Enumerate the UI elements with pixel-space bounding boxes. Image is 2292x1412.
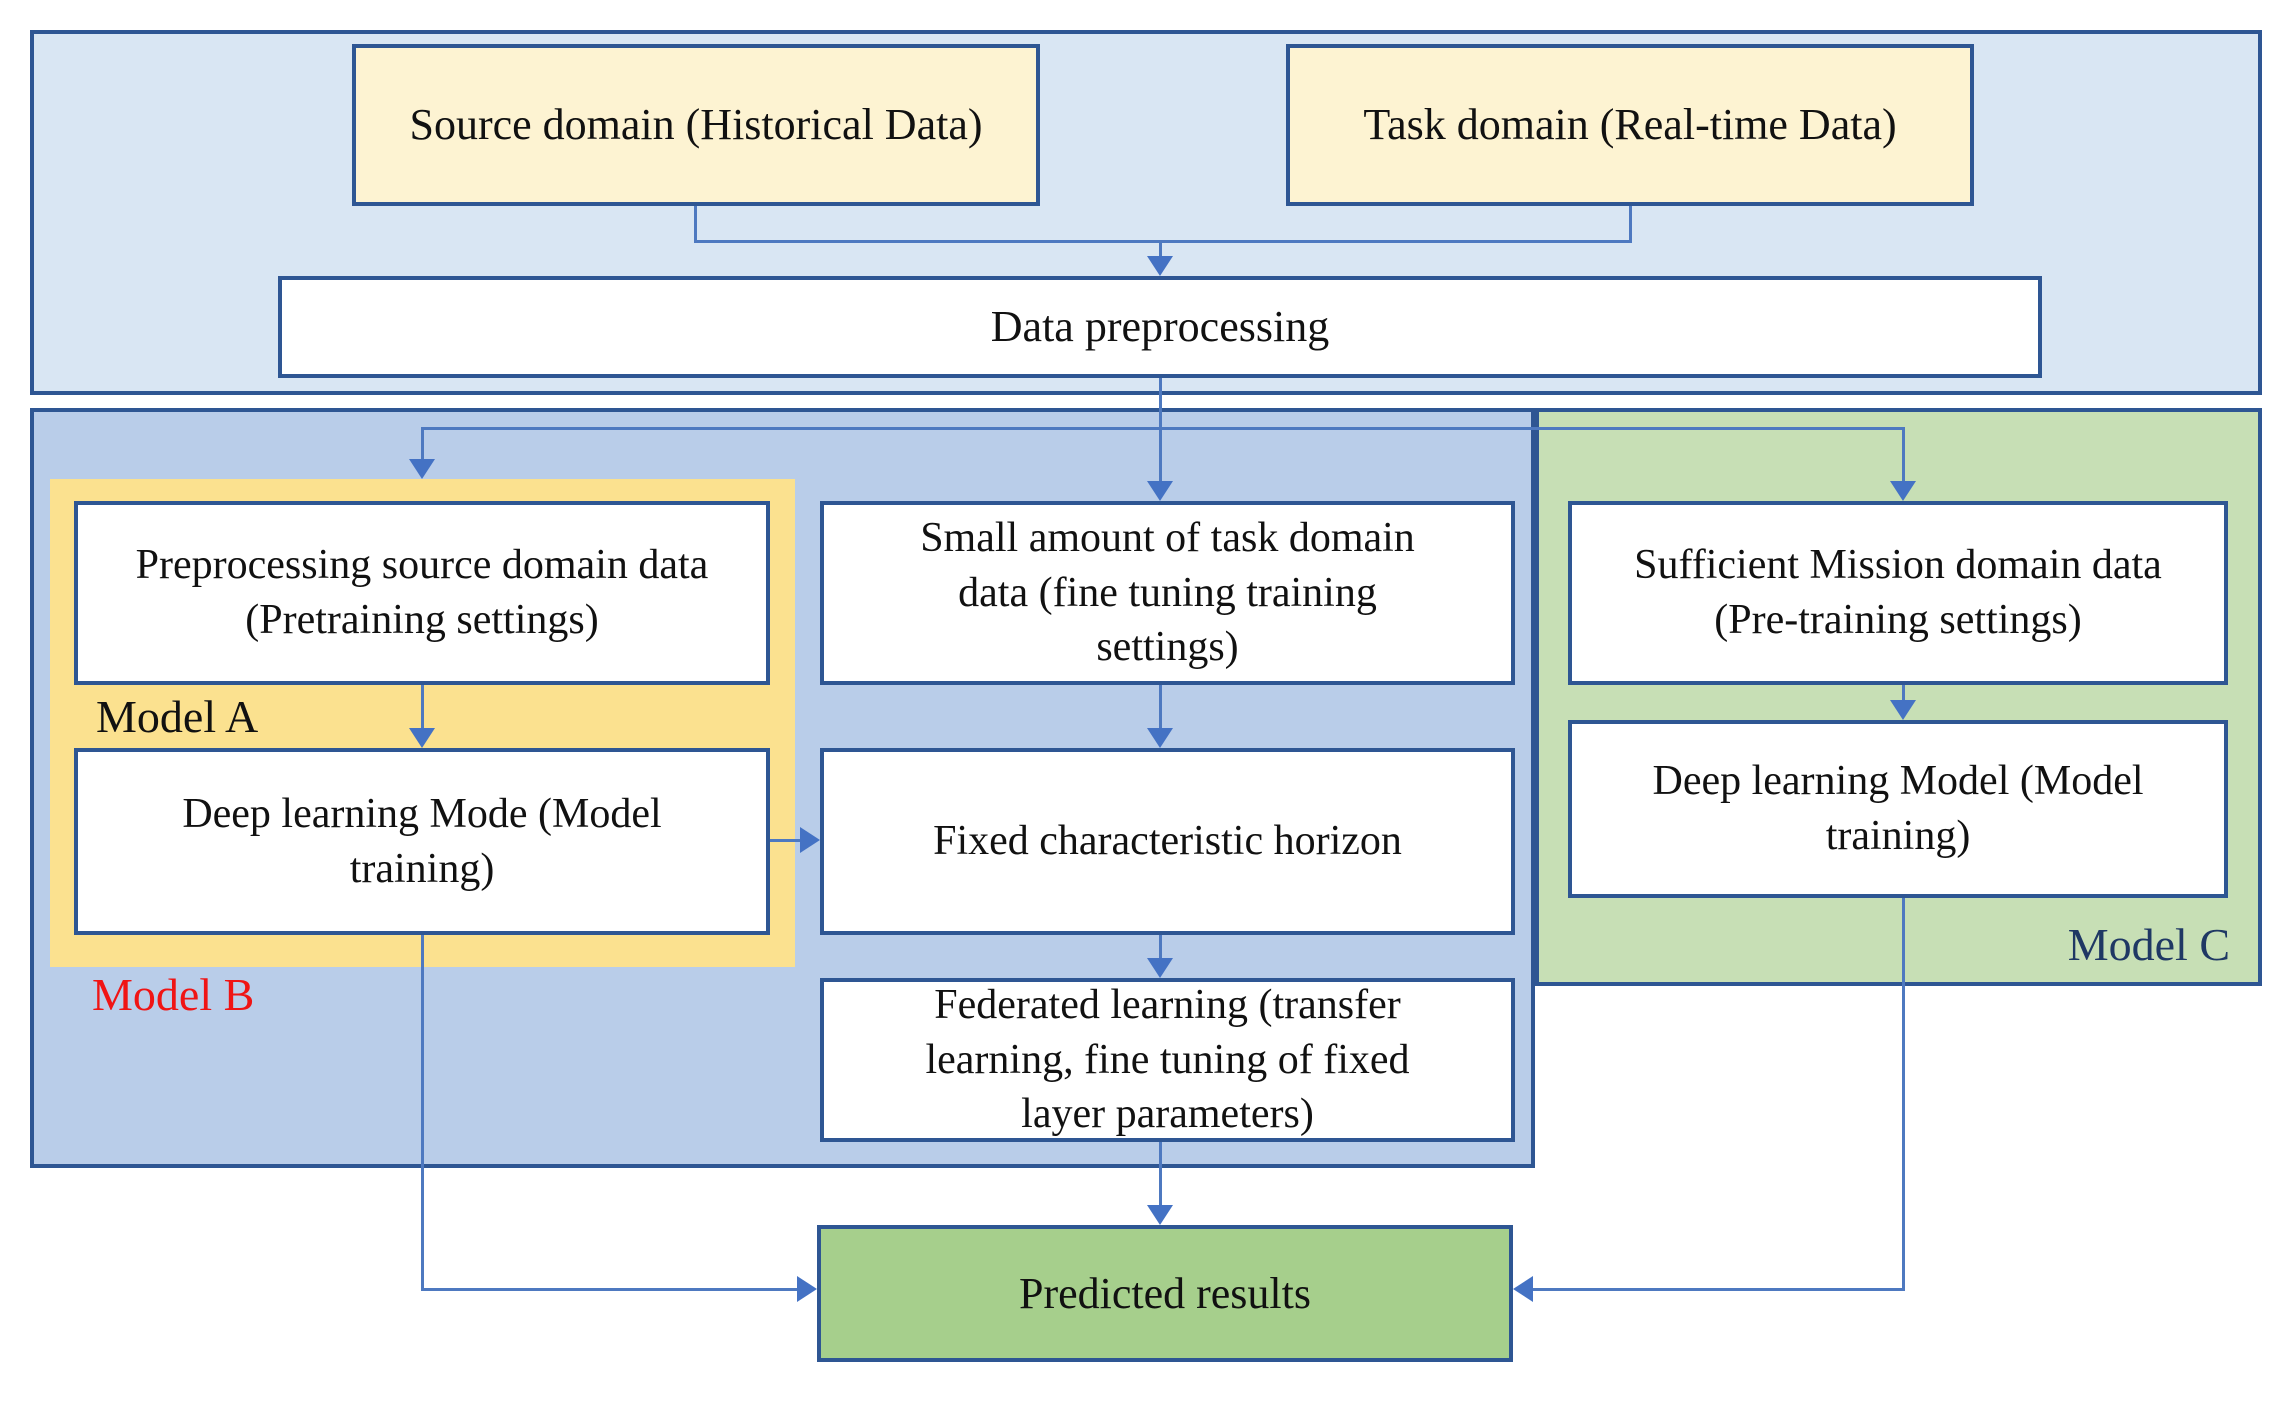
- arrowhead-into-fixed-horizon: [1147, 728, 1173, 748]
- deep-learning-mode-label: Deep learning Mode (Model training): [182, 790, 662, 892]
- federated-learning-label: Federated learning (transfer learning, f…: [925, 982, 1410, 1138]
- source-domain-box: Source domain (Historical Data): [352, 44, 1040, 206]
- predicted-results-box: Predicted results: [817, 1225, 1513, 1362]
- connector-merge-down: [1159, 240, 1162, 260]
- task-domain-label: Task domain (Real-time Data): [1363, 100, 1897, 150]
- fixed-characteristic-horizon-box: Fixed characteristic horizon: [820, 748, 1515, 935]
- connector-sufficient-dlc: [1902, 685, 1905, 702]
- connector-model-b-down: [421, 935, 424, 1290]
- connector-source-down: [694, 206, 697, 242]
- predicted-results-label: Predicted results: [1018, 1268, 1312, 1318]
- deep-learning-model-box: Deep learning Model (Model training): [1568, 720, 2228, 898]
- connector-branch-left-down: [421, 427, 424, 461]
- connector-preprocessing-down: [1159, 378, 1162, 484]
- small-amount-task-data-box: Small amount of task domain data (fine t…: [820, 501, 1515, 685]
- arrowhead-into-model-ab: [409, 459, 435, 479]
- preprocessing-source-domain-label: Preprocessing source domain data (Pretra…: [135, 542, 709, 643]
- connector-model-b-horizontal: [421, 1288, 799, 1291]
- connector-model-c-horizontal: [1533, 1288, 1905, 1291]
- deep-learning-mode-box: Deep learning Mode (Model training): [74, 748, 770, 935]
- arrowhead-into-preprocessing: [1147, 256, 1173, 276]
- source-domain-label: Source domain (Historical Data): [409, 100, 983, 150]
- arrowhead-into-small-amount: [1147, 481, 1173, 501]
- arrowhead-into-deep-learning-model: [1890, 700, 1916, 720]
- sufficient-mission-data-box: Sufficient Mission domain data (Pre-trai…: [1568, 501, 2228, 685]
- arrowhead-into-sufficient: [1890, 481, 1916, 501]
- fixed-characteristic-horizon-label: Fixed characteristic horizon: [933, 818, 1402, 865]
- sufficient-mission-data-label: Sufficient Mission domain data (Pre-trai…: [1634, 542, 2162, 643]
- connector-a1-a2: [421, 685, 424, 730]
- arrowhead-into-fixed-horizon-left: [800, 827, 820, 853]
- preprocessing-source-domain-box: Preprocessing source domain data (Pretra…: [74, 501, 770, 685]
- model-a-label: Model A: [96, 691, 259, 742]
- connector-a2-fixed: [770, 839, 802, 842]
- deep-learning-model-label: Deep learning Model (Model training): [1652, 758, 2144, 859]
- arrowhead-into-federated: [1147, 958, 1173, 978]
- arrowhead-into-deep-learning-mode: [409, 728, 435, 748]
- connector-branch-horizontal: [421, 427, 1905, 430]
- arrowhead-into-predicted-right: [1513, 1276, 1533, 1302]
- arrowhead-into-predicted-top: [1147, 1205, 1173, 1225]
- model-b-label: Model B: [92, 969, 255, 1020]
- connector-small-fixed: [1159, 685, 1162, 730]
- federated-learning-box: Federated learning (transfer learning, f…: [820, 978, 1515, 1142]
- connector-merge-horizontal: [694, 240, 1632, 243]
- task-domain-box: Task domain (Real-time Data): [1286, 44, 1974, 206]
- connector-fixed-federated: [1159, 935, 1162, 961]
- connector-federated-predicted: [1159, 1142, 1162, 1206]
- connector-model-c-down: [1902, 898, 1905, 1290]
- data-preprocessing-box: Data preprocessing: [278, 276, 2042, 378]
- arrowhead-into-predicted-left: [797, 1276, 817, 1302]
- model-c-label: Model C: [2067, 919, 2230, 970]
- data-preprocessing-label: Data preprocessing: [990, 302, 1330, 352]
- connector-task-down: [1629, 206, 1632, 242]
- small-amount-task-data-label: Small amount of task domain data (fine t…: [920, 515, 1415, 671]
- connector-branch-right-down: [1902, 427, 1905, 483]
